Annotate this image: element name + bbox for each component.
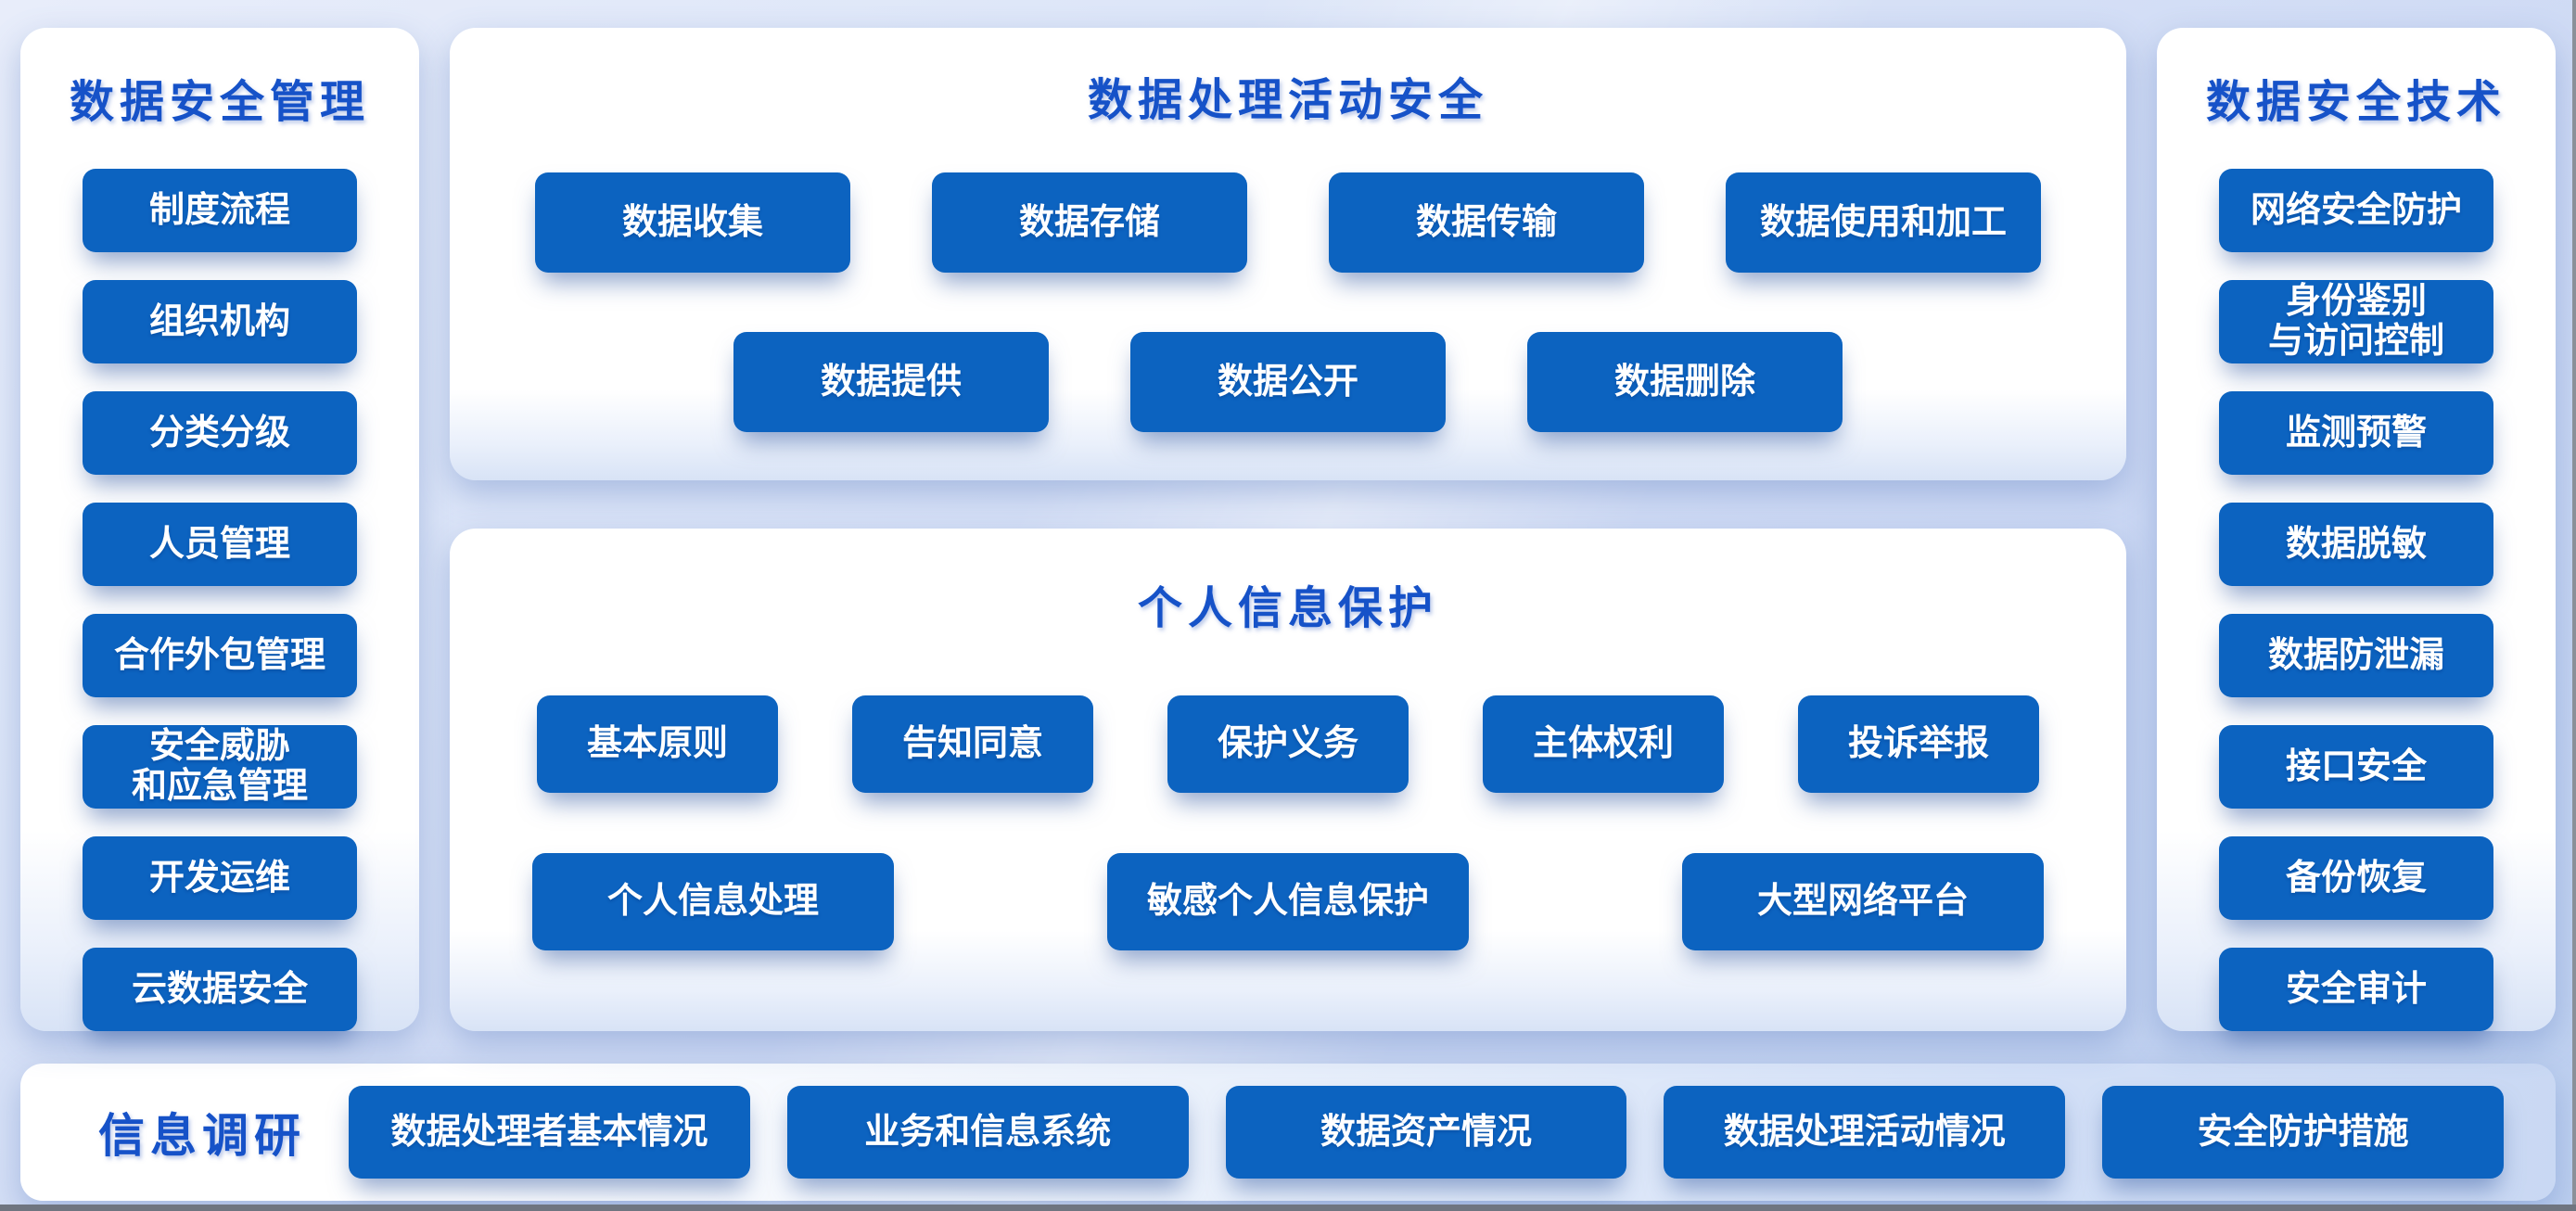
research-strip: 信息调研 数据处理者基本情况 业务和信息系统 数据资产情况 数据处理活动情况 安… <box>20 1064 2556 1201</box>
research-item: 数据处理活动情况 <box>1664 1086 2066 1179</box>
processing-row-2: 数据提供 数据公开 数据删除 <box>733 332 1843 432</box>
processing-row-1: 数据收集 数据存储 数据传输 数据使用和加工 <box>535 172 2041 273</box>
management-item: 人员管理 <box>83 503 357 586</box>
technology-title: 数据安全技术 <box>2205 78 2506 127</box>
center-column: 数据处理活动安全 数据收集 数据存储 数据传输 数据使用和加工 数据提供 数据公… <box>450 28 2126 1031</box>
window-bottom-edge <box>0 1205 2576 1211</box>
management-item: 安全威胁 和应急管理 <box>83 725 357 809</box>
management-title: 数据安全管理 <box>69 78 370 127</box>
personal-item: 个人信息处理 <box>532 853 894 950</box>
window-right-edge <box>2572 0 2576 1211</box>
personal-item: 基本原则 <box>537 695 778 793</box>
processing-title: 数据处理活动安全 <box>1087 76 1488 125</box>
processing-item: 数据提供 <box>733 332 1049 432</box>
personal-row-1: 基本原则 告知同意 保护义务 主体权利 投诉举报 <box>537 695 2039 793</box>
processing-item: 数据收集 <box>535 172 850 273</box>
technology-item: 安全审计 <box>2219 948 2493 1031</box>
processing-item: 数据存储 <box>932 172 1247 273</box>
main-row: 数据安全管理 制度流程 组织机构 分类分级 人员管理 合作外包管理 安全威胁 和… <box>20 28 2556 1031</box>
technology-item: 数据防泄漏 <box>2219 614 2493 697</box>
research-item: 业务和信息系统 <box>786 1086 1189 1179</box>
technology-item: 身份鉴别 与访问控制 <box>2219 280 2493 363</box>
research-item: 数据资产情况 <box>1225 1086 1627 1179</box>
personal-item: 保护义务 <box>1167 695 1409 793</box>
processing-item: 数据传输 <box>1329 172 1644 273</box>
technology-item: 备份恢复 <box>2219 836 2493 920</box>
processing-panel: 数据处理活动安全 数据收集 数据存储 数据传输 数据使用和加工 数据提供 数据公… <box>450 28 2126 480</box>
technology-item: 接口安全 <box>2219 725 2493 809</box>
processing-item: 数据删除 <box>1527 332 1843 432</box>
personal-item: 敏感个人信息保护 <box>1107 853 1469 950</box>
research-item: 安全防护措施 <box>2102 1086 2504 1179</box>
management-item: 合作外包管理 <box>83 614 357 697</box>
personal-row-2: 个人信息处理 敏感个人信息保护 大型网络平台 <box>532 853 2044 950</box>
personal-item: 投诉举报 <box>1798 695 2039 793</box>
management-item: 云数据安全 <box>83 948 357 1031</box>
management-item: 制度流程 <box>83 169 357 252</box>
technology-item: 监测预警 <box>2219 391 2493 475</box>
processing-item: 数据使用和加工 <box>1726 172 2041 273</box>
management-item: 开发运维 <box>83 836 357 920</box>
research-item: 数据处理者基本情况 <box>349 1086 750 1179</box>
personal-title: 个人信息保护 <box>1137 584 1438 633</box>
personal-item: 主体权利 <box>1483 695 1724 793</box>
management-stack: 制度流程 组织机构 分类分级 人员管理 合作外包管理 安全威胁 和应急管理 开发… <box>83 169 357 1031</box>
research-title: 信息调研 <box>98 1110 306 1162</box>
management-item: 分类分级 <box>83 391 357 475</box>
personal-panel: 个人信息保护 基本原则 告知同意 保护义务 主体权利 投诉举报 个人信息处理 敏… <box>450 529 2126 1031</box>
technology-item: 数据脱敏 <box>2219 503 2493 586</box>
personal-item: 告知同意 <box>852 695 1093 793</box>
technology-stack: 网络安全防护 身份鉴别 与访问控制 监测预警 数据脱敏 数据防泄漏 接口安全 备… <box>2219 169 2493 1031</box>
personal-item: 大型网络平台 <box>1682 853 2044 950</box>
processing-item: 数据公开 <box>1130 332 1446 432</box>
management-panel: 数据安全管理 制度流程 组织机构 分类分级 人员管理 合作外包管理 安全威胁 和… <box>20 28 419 1031</box>
technology-item: 网络安全防护 <box>2219 169 2493 252</box>
management-item: 组织机构 <box>83 280 357 363</box>
technology-panel: 数据安全技术 网络安全防护 身份鉴别 与访问控制 监测预警 数据脱敏 数据防泄漏… <box>2157 28 2556 1031</box>
